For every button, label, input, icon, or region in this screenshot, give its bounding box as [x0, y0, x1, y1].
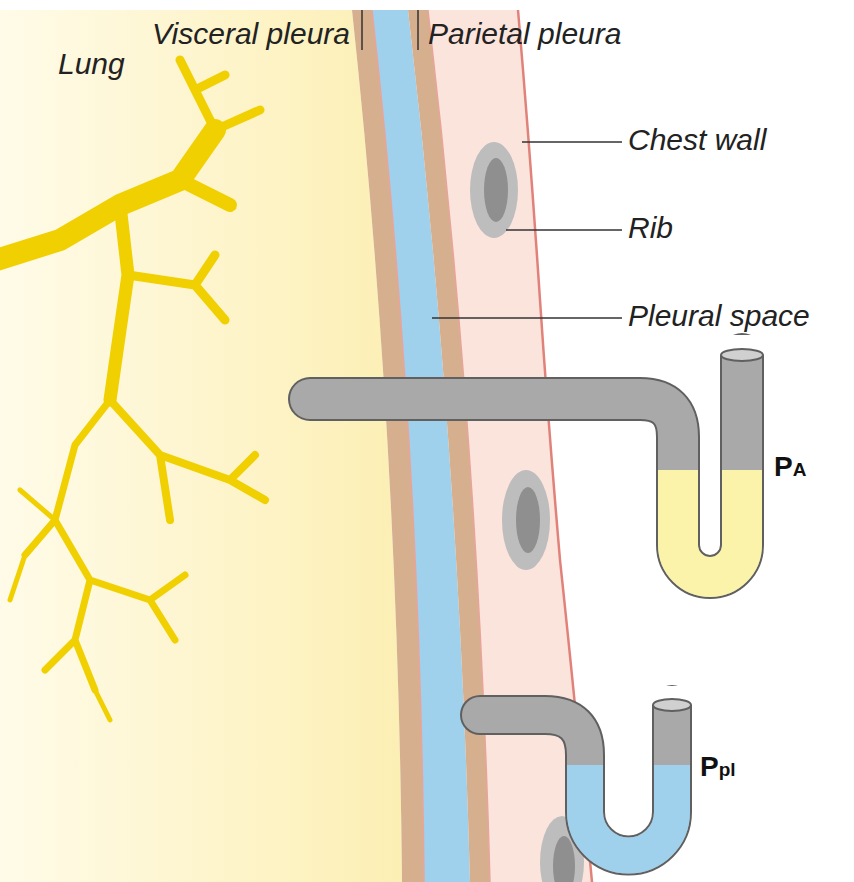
bronchial-tree: [0, 60, 265, 720]
visceral-edge: [372, 10, 424, 882]
pressure-label: PA: [774, 450, 806, 484]
part-label: Parietal pleura: [428, 16, 621, 52]
manometer-tube: [310, 335, 766, 577]
parietal-edge: [428, 10, 490, 882]
leader-line: [362, 10, 622, 318]
part-label: Visceral pleura: [152, 16, 350, 52]
part-label: Pleural space: [628, 298, 810, 334]
manometer-tube: [480, 686, 694, 856]
pressure-label: Ppl: [700, 750, 736, 784]
region-label: Lung: [58, 46, 125, 82]
part-label: Chest wall: [628, 122, 766, 158]
part-label: Rib: [628, 210, 673, 246]
